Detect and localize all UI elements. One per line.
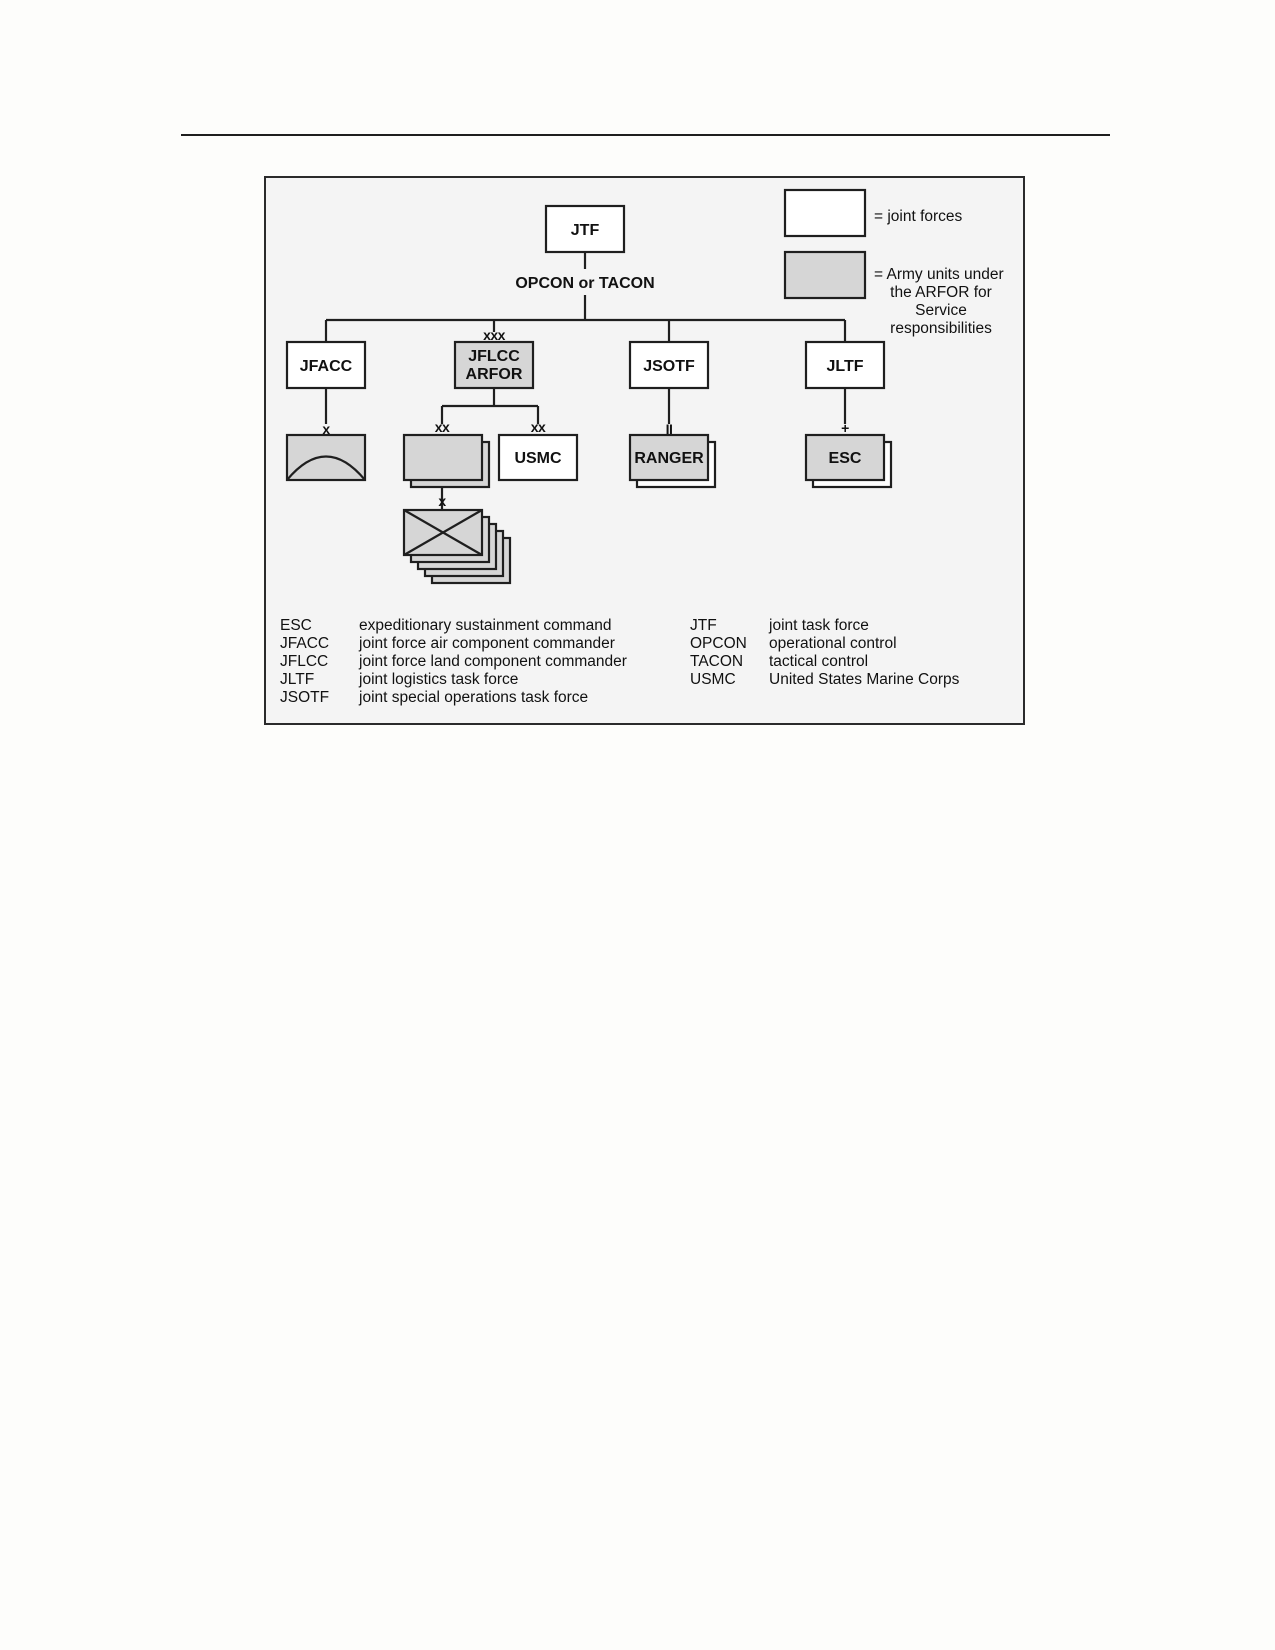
usmc-node: USMC [497, 433, 579, 482]
division-front-box [402, 433, 484, 482]
ranger-echelon: II [666, 421, 673, 437]
division-echelon: xx [435, 419, 450, 435]
jflcc-arfor-node: JFLCC ARFOR [453, 340, 535, 390]
page-header-rule [181, 134, 1110, 136]
glossary-term: tactical control [769, 653, 868, 670]
esc-label: ESC [829, 450, 862, 467]
usmc-box [497, 433, 579, 482]
glossary-term: expeditionary sustainment command [359, 617, 611, 634]
glossary-term: joint special operations task force [358, 689, 588, 706]
glossary-abbr: USMC [690, 671, 736, 688]
legend-army-line-3: Service [915, 302, 967, 319]
legend-army-line-4: responsibilities [890, 320, 992, 337]
esc-node: ESC [804, 433, 893, 489]
aviation-brigade-icon [285, 433, 367, 482]
jltf-box [804, 340, 886, 390]
legend-army-swatch [783, 250, 867, 300]
legend-army-line-1: = Army units under [874, 266, 1004, 283]
esc-echelon: + [841, 420, 849, 436]
arfor-label: ARFOR [466, 366, 523, 383]
jfacc-label: JFACC [300, 358, 353, 375]
jtf-node: JTF [544, 204, 626, 254]
glossary-abbr: ESC [280, 617, 312, 634]
aviation-brigade-box [285, 433, 367, 482]
glossary-term: operational control [769, 635, 897, 652]
usmc-echelon: xx [531, 419, 546, 435]
jfacc-node: JFACC [285, 340, 367, 390]
usmc-label: USMC [514, 450, 562, 467]
infantry-brigade-stack-icon [402, 508, 512, 585]
glossary-term: joint task force [768, 617, 869, 634]
glossary-term: joint force air component commander [358, 635, 615, 652]
ranger-node: RANGER [628, 433, 717, 489]
ranger-label: RANGER [634, 450, 704, 467]
glossary-abbr: JFACC [280, 635, 329, 652]
esc-front-box [804, 433, 886, 482]
division-stack-icon [402, 433, 491, 489]
jltf-node: JLTF [804, 340, 886, 390]
ranger-front-box [628, 433, 710, 482]
glossary-abbr: JTF [690, 617, 717, 634]
glossary-abbr: OPCON [690, 635, 747, 652]
glossary-abbr: TACON [690, 653, 743, 670]
jtf-label: JTF [571, 222, 600, 239]
legend-joint-swatch [783, 188, 867, 238]
aviation-echelon: x [322, 421, 330, 437]
jflcc-label: JFLCC [468, 348, 520, 365]
infantry-brigade-echelon: x [438, 493, 446, 509]
legend-joint-label: = joint forces [874, 208, 963, 225]
glossary-abbr: JSOTF [280, 689, 329, 706]
glossary-left: ESC expeditionary sustainment command JF… [280, 617, 627, 706]
glossary-term: joint logistics task force [358, 671, 518, 688]
command-relationship-figure: JTF OPCON or TACON = joint forces = Army… [264, 176, 1025, 725]
jsotf-node: JSOTF [628, 340, 710, 390]
jflcc-echelon: xxx [483, 327, 506, 343]
jltf-label: JLTF [826, 358, 863, 375]
jflcc-arfor-box [453, 340, 535, 390]
jfacc-box [285, 340, 367, 390]
aviation-arc [286, 455, 366, 481]
glossary-right: JTF joint task force OPCON operational c… [690, 617, 960, 688]
glossary-term: United States Marine Corps [769, 671, 960, 688]
relationship-label: OPCON or TACON [515, 275, 654, 292]
glossary-abbr: JLTF [280, 671, 314, 688]
legend-army-line-2: the ARFOR for [890, 284, 992, 301]
glossary-abbr: JFLCC [280, 653, 328, 670]
glossary-term: joint force land component commander [358, 653, 627, 670]
jsotf-label: JSOTF [643, 358, 695, 375]
legend: = joint forces = Army units under the AR… [783, 188, 1004, 337]
infantry-cross-b [403, 509, 483, 556]
org-chart-svg: JTF OPCON or TACON = joint forces = Army… [280, 188, 1004, 706]
